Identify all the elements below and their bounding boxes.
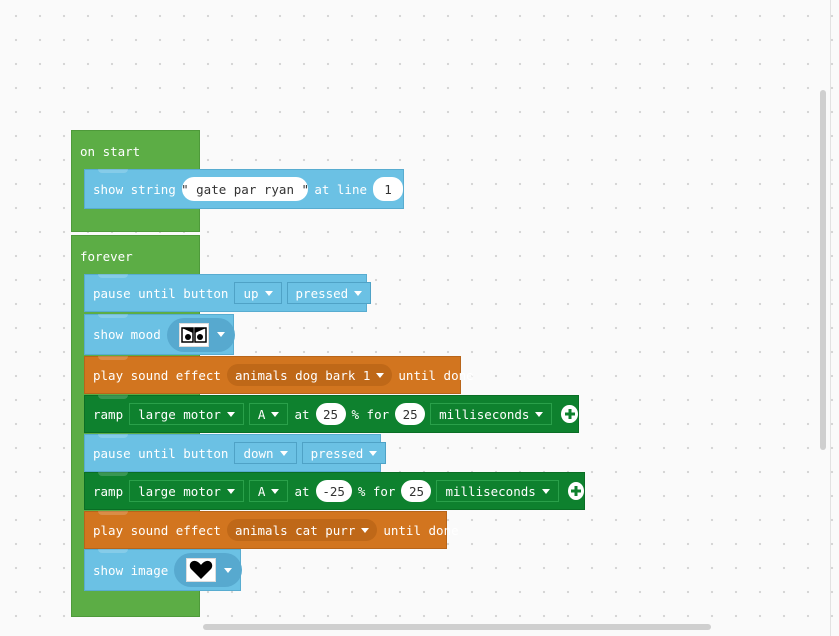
caret-down-icon: [535, 411, 544, 417]
caret-down-icon: [279, 450, 288, 456]
caret-down-icon: [361, 527, 370, 533]
sound-effect-dropdown[interactable]: animals dog bark 1: [226, 364, 393, 386]
show-image-block[interactable]: show image: [84, 549, 243, 591]
duration-input[interactable]: 25: [401, 480, 432, 502]
caret-down-icon: [271, 411, 280, 417]
caret-down-icon: [354, 290, 363, 296]
sound-effect-value: animals cat purr: [234, 522, 356, 538]
duration-input[interactable]: 25: [395, 403, 426, 425]
line-number-input[interactable]: 1: [373, 177, 403, 201]
pause-until-button-block[interactable]: pause until button up pressed: [84, 274, 372, 312]
caret-down-icon: [226, 488, 235, 494]
button-dropdown[interactable]: down: [234, 442, 297, 464]
motor-value: large motor: [138, 406, 221, 422]
unit-dropdown[interactable]: milliseconds: [430, 403, 553, 425]
image-dropdown[interactable]: [174, 553, 243, 587]
workspace-edge-divider: [830, 0, 831, 636]
caret-down-icon: [541, 488, 550, 494]
at-label: at: [294, 483, 310, 499]
motor-dropdown[interactable]: large motor: [129, 480, 244, 502]
sound-effect-dropdown[interactable]: animals cat purr: [226, 519, 378, 541]
button-dropdown[interactable]: up: [234, 282, 282, 304]
horizontal-scrollbar[interactable]: [203, 624, 711, 630]
until-done-label: until done: [383, 522, 459, 538]
percent-for-label: % for: [357, 483, 396, 499]
port-value: A: [257, 483, 266, 499]
show-string-block[interactable]: show string " gate par ryan " at line 1: [84, 169, 404, 209]
port-value: A: [257, 406, 266, 422]
unit-value: milliseconds: [445, 483, 536, 499]
pause-until-button-label: pause until button: [93, 285, 229, 301]
on-start-label: on start: [80, 144, 141, 159]
plus-circle-icon[interactable]: [567, 482, 584, 500]
button-value: down: [243, 445, 274, 461]
show-mood-block[interactable]: show mood: [84, 314, 235, 355]
heart-icon: [186, 558, 217, 582]
plus-circle-icon[interactable]: [561, 405, 578, 423]
at-label: at: [294, 406, 310, 422]
state-dropdown[interactable]: pressed: [286, 282, 372, 304]
ramp-motor-block[interactable]: ramp large motor A at -25 % for 25 milli…: [84, 472, 585, 510]
forever-label: forever: [80, 249, 133, 264]
show-mood-label: show mood: [93, 327, 161, 342]
show-string-label: show string: [93, 181, 176, 197]
unit-value: milliseconds: [439, 406, 530, 422]
caret-down-icon: [264, 290, 273, 296]
state-value: pressed: [295, 285, 349, 301]
angry-eyes-icon: [178, 322, 209, 347]
until-done-label: until done: [398, 367, 474, 383]
play-sound-effect-label: play sound effect: [93, 522, 221, 538]
at-line-label: at line: [314, 181, 367, 197]
port-dropdown[interactable]: A: [248, 403, 289, 425]
state-dropdown[interactable]: pressed: [301, 442, 387, 464]
caret-down-icon: [376, 372, 385, 378]
ramp-label: ramp: [93, 483, 124, 499]
sound-effect-value: animals dog bark 1: [234, 367, 371, 383]
caret-down-icon: [224, 567, 233, 573]
play-sound-effect-label: play sound effect: [93, 367, 221, 383]
ramp-label: ramp: [93, 406, 124, 422]
caret-down-icon: [369, 450, 378, 456]
play-sound-effect-block[interactable]: play sound effect animals dog bark 1 unt…: [84, 356, 474, 394]
port-dropdown[interactable]: A: [248, 480, 289, 502]
caret-down-icon: [226, 411, 235, 417]
speed-input[interactable]: -25: [315, 480, 352, 502]
pause-until-button-label: pause until button: [93, 445, 229, 461]
state-value: pressed: [310, 445, 364, 461]
caret-down-icon: [271, 488, 280, 494]
motor-dropdown[interactable]: large motor: [129, 403, 244, 425]
show-image-label: show image: [93, 562, 169, 578]
pause-until-button-block[interactable]: pause until button down pressed: [84, 434, 387, 472]
ramp-motor-block[interactable]: ramp large motor A at 25 % for 25 millis…: [84, 395, 579, 433]
button-value: up: [243, 285, 259, 301]
string-input[interactable]: " gate par ryan ": [181, 177, 309, 201]
play-sound-effect-block[interactable]: play sound effect animals cat purr until…: [84, 511, 459, 549]
percent-for-label: % for: [351, 406, 390, 422]
vertical-scrollbar[interactable]: [820, 90, 826, 450]
unit-dropdown[interactable]: milliseconds: [436, 480, 559, 502]
speed-input[interactable]: 25: [315, 403, 346, 425]
motor-value: large motor: [138, 483, 221, 499]
mood-dropdown[interactable]: [166, 317, 235, 352]
caret-down-icon: [216, 332, 225, 337]
